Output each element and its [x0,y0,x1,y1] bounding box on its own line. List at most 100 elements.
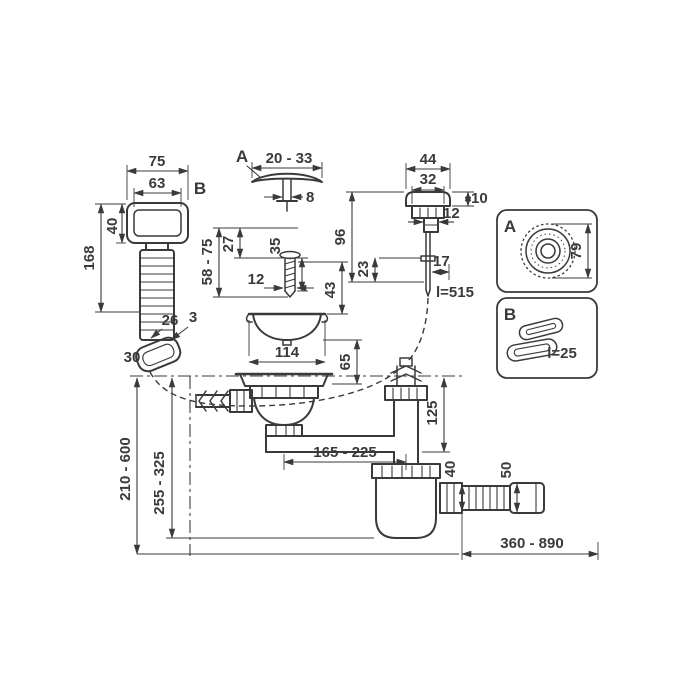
dim-40-left: 40 [104,203,126,244]
overflow-inlet-barb [198,390,229,412]
trap-cup [375,477,437,539]
dim-168: 168 [81,203,140,313]
svg-text:40: 40 [104,218,121,235]
dim-63: 63 [133,175,182,207]
svg-text:43: 43 [322,282,339,299]
outlet-hose-assembly [439,482,545,514]
svg-text:30: 30 [124,349,141,366]
svg-text:65: 65 [337,354,354,371]
svg-text:165 - 225: 165 - 225 [313,444,376,461]
detail-b-label: B [504,305,516,324]
svg-text:17: 17 [433,253,450,270]
dim-10: 10 [452,190,488,207]
dim-50: 50 [498,462,521,513]
dim-75: 75 [126,153,189,200]
dim-40-outlet: 40 [442,461,466,512]
svg-text:58 - 75: 58 - 75 [199,239,216,286]
detail-box-b: B l=25 [496,297,598,379]
svg-text:360 - 890: 360 - 890 [500,535,563,552]
dim-210-600: 210 - 600 [117,377,141,555]
elbow-nut [265,424,303,437]
dim-43: 43 [298,261,348,315]
svg-text:35: 35 [267,238,284,255]
popup-knob-assembly [405,191,451,363]
dim-8: 8 [264,189,314,206]
section-a-leader [246,165,261,178]
svg-text:75: 75 [149,153,166,170]
svg-text:40: 40 [442,461,459,478]
overflow-body [126,202,189,244]
detail-box-a: A 79 [496,209,598,293]
dim-12-knob: 12 [408,205,460,226]
dim-96: 96 [332,191,424,283]
outlet-nut [439,482,463,514]
overflow-hose-end [135,336,182,373]
svg-text:96: 96 [332,229,349,246]
svg-text:114: 114 [275,344,300,361]
dim-165-225: 165 - 225 [283,444,407,470]
svg-text:12: 12 [248,271,265,288]
dim-255-325: 255 - 325 [151,377,374,539]
screw-threads [284,260,296,289]
dim-125: 125 [422,377,450,453]
svg-text:23: 23 [355,261,372,278]
dim-360-890: 360 - 890 [137,514,599,560]
overflow-hose [139,249,175,341]
dim-65: 65 [323,339,362,385]
svg-text:210 - 600: 210 - 600 [117,437,134,500]
svg-text:125: 125 [424,400,441,425]
rod-routing [406,297,429,363]
dim-44: 44 [405,151,451,189]
dim-58-75: 58 - 75 [199,227,288,298]
detail-a-label: A [504,217,516,236]
dim-27: 27 [213,227,308,259]
svg-text:32: 32 [420,171,437,188]
drain-locknut [249,385,319,399]
rod-collar [420,255,436,262]
svg-text:50: 50 [498,462,515,479]
inlet-nut [229,389,253,413]
dim-l25-label: l=25 [547,345,577,362]
dim-17: 17 [431,253,450,280]
svg-text:12: 12 [443,205,460,222]
dim-114: 114 [248,320,326,366]
dim-3: 3 [170,309,197,341]
gasket-upper [518,317,564,341]
overflow-opening [133,209,182,237]
svg-text:26: 26 [162,312,179,329]
section-b-label: B [194,179,206,198]
svg-text:63: 63 [149,175,166,192]
svg-text:27: 27 [220,236,237,253]
drain-and-trap-assembly [130,357,462,556]
standpipe-nut [384,385,428,401]
screw-washer [279,250,301,260]
dimensions-layer: 75 63 B A 168 40 20 - 33 [81,147,599,560]
svg-text:10: 10 [471,190,488,207]
cover-knurled-ring [520,223,576,279]
dim-30: 30 [124,349,141,366]
dim-12-screw: 12 [248,271,314,292]
gasket-lower [506,338,558,362]
svg-text:44: 44 [420,151,437,168]
dim-35: 35 [267,238,308,292]
section-a-label: A [236,147,248,166]
dim-32: 32 [411,171,445,204]
dim-79-label: 79 [568,243,585,260]
svg-text:255 - 325: 255 - 325 [151,451,168,514]
svg-text:168: 168 [81,245,98,270]
standpipe-barb [390,365,422,382]
knob-cap [405,191,451,207]
dim-20-33: 20 - 33 [251,150,323,178]
dim-26: 26 [150,312,179,339]
svg-text:3: 3 [189,309,197,326]
outlet-end-cuff [509,482,545,514]
overflow-assembly [126,202,403,407]
svg-text:8: 8 [306,189,314,206]
svg-text:20 - 33: 20 - 33 [266,150,313,167]
waste-plug-assembly [245,165,329,346]
overflow-hose-ribs [139,257,175,331]
plug-cap [251,172,323,183]
strainer-bowl [252,313,322,341]
